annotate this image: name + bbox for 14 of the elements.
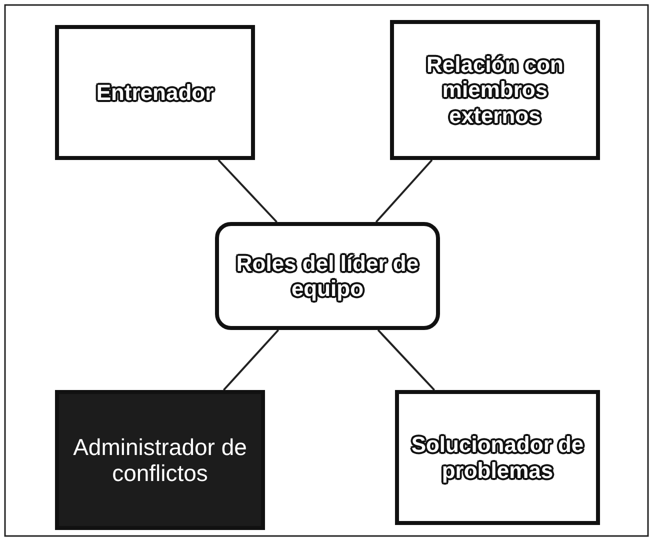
role-box [55,25,255,160]
role-box [395,390,600,525]
role-label: Roles del líder de equipo [234,250,421,302]
role-label: Entrenador [96,80,214,106]
role-box [55,390,265,530]
connector-line [218,159,278,223]
connector-line [375,159,433,223]
role-label: Solucionador de problemas [399,432,596,483]
connector-line [377,329,435,391]
role-box [390,20,600,160]
central-box [215,222,440,330]
role-label: Administrador de conflictos [72,434,248,486]
role-label: Relación con miembros externos [425,52,566,128]
connector-line [222,329,280,391]
